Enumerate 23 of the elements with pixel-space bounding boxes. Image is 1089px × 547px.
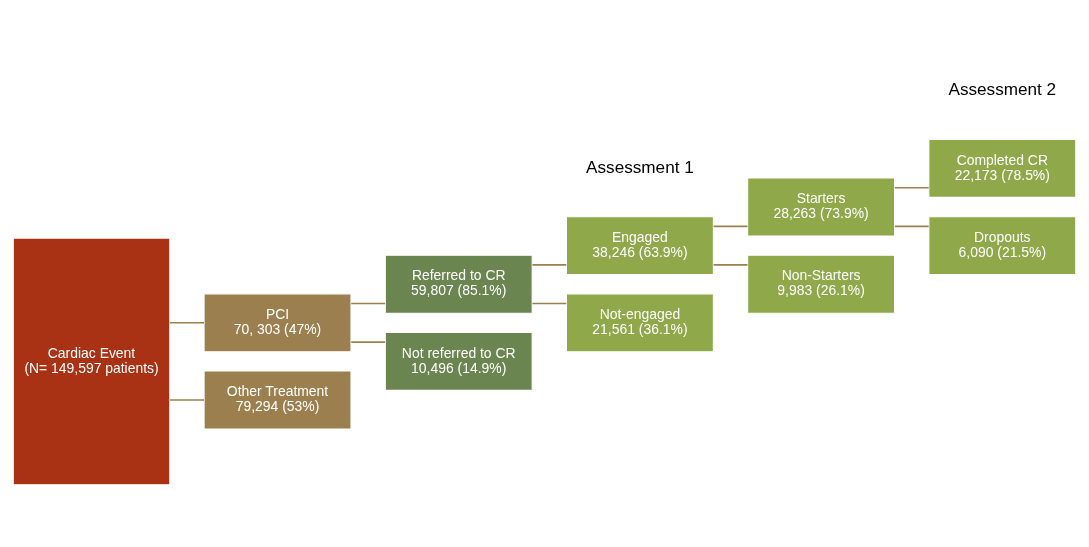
- connector: [531, 302, 568, 305]
- label: Assessment 1: [586, 156, 694, 177]
- label: Assessment 2: [948, 79, 1057, 100]
- node-box: Non-Starters 9,983 (26.1%): [747, 254, 896, 314]
- node-box: Cardiac Event (N= 149,597 patients): [12, 237, 171, 486]
- connector: [350, 302, 386, 305]
- connector: [531, 264, 568, 266]
- node-box: Not-engaged 21,561 (36.1%): [565, 293, 714, 353]
- connector: [894, 225, 930, 228]
- node-box: PCI 70, 303 (47%): [203, 293, 352, 353]
- connector: [350, 341, 386, 343]
- connector: [712, 264, 749, 266]
- node-box: Engaged 38,246 (63.9%): [565, 216, 714, 276]
- connector: [712, 225, 749, 228]
- node-box: Dropouts 6,090 (21.5%): [928, 216, 1077, 276]
- node-box: Completed CR 22,173 (78.5%): [928, 138, 1077, 198]
- connector: [169, 399, 205, 401]
- node-box: Not referred to CR 10,496 (14.9%): [384, 331, 533, 391]
- connector: [169, 322, 205, 324]
- node-box: Referred to CR 59,807 (85.1%): [384, 254, 533, 314]
- connector: [894, 186, 930, 189]
- node-box: Starters 28,263 (73.9%): [747, 177, 896, 237]
- node-box: Other Treatment 79,294 (53%): [203, 370, 352, 430]
